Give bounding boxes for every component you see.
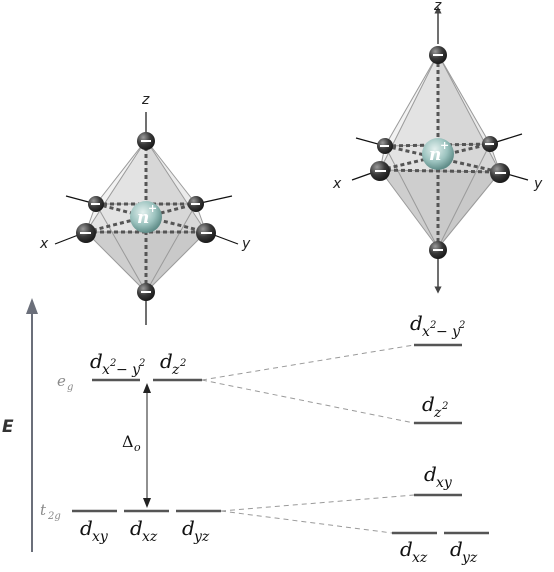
svg-text:d: d [182,516,195,540]
svg-text:yz: yz [193,529,210,545]
orbital-label-dyz: d yz [182,516,210,545]
eg-label: e [57,372,66,390]
correlation-lines [201,344,415,534]
orbital-label-dz2: d z 2 [160,349,186,378]
svg-text:z: z [433,405,442,421]
ion-label: n [137,208,149,228]
energy-axis: E [2,298,38,552]
orbital-label-dyz-right: d yz [450,537,478,566]
z-axis-label: z [141,92,150,108]
octahedral-levels: e g t 2g Δ o d x 2 − y 2 d z 2 d xy d xz [40,349,221,545]
y-axis-label: y [241,236,251,252]
svg-text:− y: − y [116,362,141,378]
energy-label: E [2,417,14,437]
svg-text:xy: xy [436,475,453,491]
svg-text:xz: xz [142,529,158,545]
orbital-label-dx2y2: d x 2 − y 2 [90,349,145,378]
t2g-label: t [40,501,47,519]
z-axis-label: z [433,0,442,14]
svg-text:xz: xz [412,550,428,566]
bond-dashed [379,168,501,174]
octahedron-structure: n + z x y [39,92,251,325]
svg-text:2: 2 [441,401,448,412]
ion-label: n [429,145,441,165]
svg-text:d: d [410,311,423,335]
svg-text:− y: − y [436,324,461,340]
svg-text:2: 2 [109,358,116,369]
eg-subscript: g [67,382,73,393]
elongated-octahedron-structure: n + z x y [332,0,543,294]
svg-text:d: d [422,392,435,416]
svg-text:2: 2 [429,320,436,331]
svg-text:d: d [424,462,437,486]
metal-ion [130,201,162,233]
orbital-label-dxz-right: d xz [400,537,428,566]
svg-text:2: 2 [138,358,145,369]
svg-text:d: d [160,349,173,373]
tetragonal-levels: d x 2 − y 2 d z 2 d xy d xz d yz [392,311,489,566]
svg-text:z: z [171,362,180,378]
orbital-label-dx2y2-right: d x 2 − y 2 [410,311,465,340]
orbital-label-dxy: d xy [80,516,109,545]
t2g-subscript: 2g [47,511,61,522]
x-axis-label: x [332,176,342,192]
svg-text:2: 2 [179,358,186,369]
svg-text:d: d [90,349,103,373]
svg-text:x: x [422,324,430,340]
orbital-label-dz2-right: d z 2 [422,392,448,421]
ion-charge: + [148,202,157,215]
delta-subscript: o [134,441,141,454]
svg-text:d: d [400,537,413,561]
svg-text:d: d [450,537,463,561]
orbital-label-dxy-right: d xy [424,462,453,491]
y-axis-label: y [533,176,543,192]
svg-text:d: d [80,516,93,540]
metal-ion [422,138,454,170]
orbital-label-dxz: d xz [130,516,158,545]
svg-text:x: x [102,362,110,378]
octahedron-face [380,170,500,248]
ion-charge: + [440,139,449,152]
svg-text:yz: yz [461,550,478,566]
ligand-spheres [370,46,510,259]
svg-text:d: d [130,516,143,540]
svg-text:xy: xy [92,529,109,545]
x-axis-label: x [39,236,49,252]
svg-text:2: 2 [458,320,465,331]
ligand-spheres [76,132,216,301]
delta-symbol: Δ [122,432,134,451]
